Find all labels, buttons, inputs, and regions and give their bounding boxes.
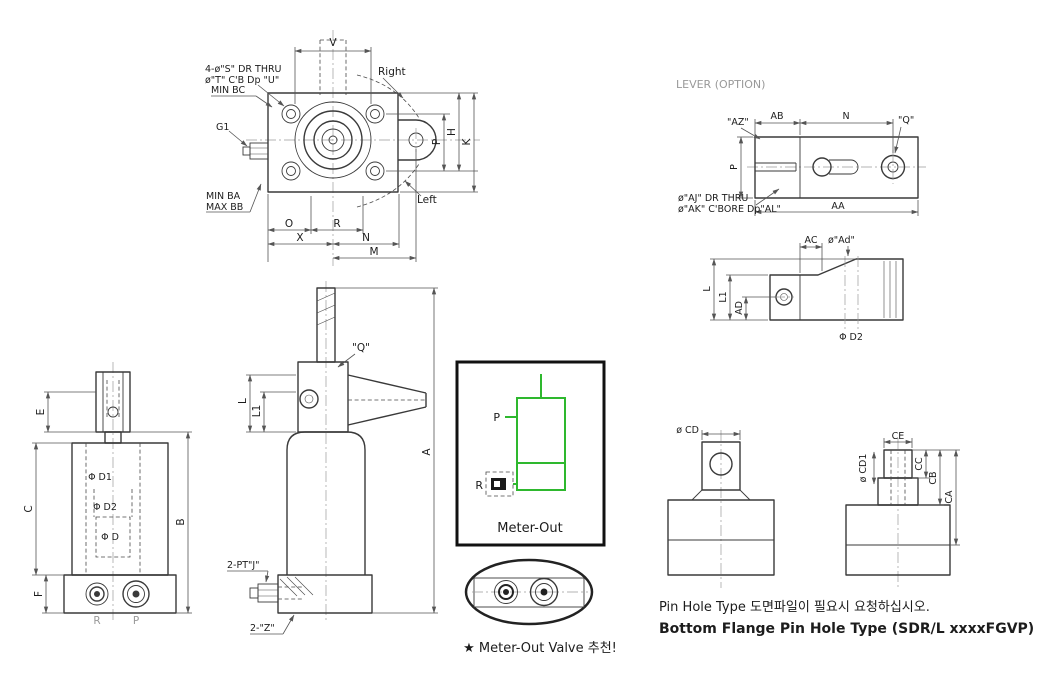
dim-b-label: B xyxy=(175,518,187,525)
dim-a-label: A xyxy=(421,448,433,456)
port-p-label: P xyxy=(133,615,139,627)
meter-out-p-label: P xyxy=(493,411,500,424)
max-bb-label: MAX BB xyxy=(206,202,243,213)
ce-label: CE xyxy=(892,431,905,442)
drill-note-2: ø"T" C'B Dp "U" xyxy=(205,75,279,86)
dim-e-label: E xyxy=(35,409,47,416)
lever-l-label: L xyxy=(702,286,713,292)
port-r-label: R xyxy=(93,615,100,627)
dia-d2-label: Φ D2 xyxy=(93,502,117,513)
lever-side-view-dimensions xyxy=(710,243,856,321)
drill-note-1: 4-ø"S" DR THRU xyxy=(205,64,282,75)
lever-option-title: LEVER (OPTION) xyxy=(676,78,765,91)
flange-top-view-dimensions xyxy=(206,47,478,262)
ac-label: AC xyxy=(805,235,818,246)
lever-d2-label: Φ D2 xyxy=(839,332,863,343)
ports-pt-j-label: 2-PT"J" xyxy=(227,560,260,571)
pin-hole-left-view-geometry xyxy=(667,430,775,588)
lever-plan-view-dimensions xyxy=(737,119,919,216)
dia-d-label: Φ D xyxy=(101,532,119,543)
lever-plan-view-geometry xyxy=(747,136,926,199)
meter-out-panel xyxy=(455,360,606,547)
side-l1-label: L1 xyxy=(251,405,263,418)
dim-f-label: F xyxy=(33,591,45,597)
dia-cd-label: ø CD xyxy=(676,425,699,436)
dim-o-label: O xyxy=(285,218,293,230)
cc-label: CC xyxy=(914,457,925,471)
bottom-ports-detail xyxy=(464,558,594,626)
aa-label: AA xyxy=(831,201,845,212)
dim-c-label: C xyxy=(23,505,35,512)
front-view-geometry xyxy=(63,362,177,620)
pin-hole-right-view-dimensions xyxy=(871,438,960,546)
lever-p-label: P xyxy=(729,164,740,170)
lever-n-label: N xyxy=(842,111,849,122)
g1-label: G1 xyxy=(216,122,229,133)
lever-drill-note-2: ø"AK" C'BORE Dp"AL" xyxy=(678,204,781,215)
lever-q-label: "Q" xyxy=(898,115,914,126)
meter-out-caption: Meter-Out xyxy=(497,521,562,536)
dim-p-label: P xyxy=(431,139,443,145)
pin-hole-note: Pin Hole Type 도면파일이 필요시 요청하십시오. xyxy=(659,600,930,615)
meter-out-r-label: R xyxy=(475,479,483,492)
az-label: "AZ" xyxy=(727,117,749,128)
dim-n-label: N xyxy=(362,232,370,244)
dim-k-label: K xyxy=(461,137,473,145)
dia-d1-label: Φ D1 xyxy=(88,472,112,483)
lever-ad-label: AD xyxy=(734,301,745,315)
ad-dia-label: ø"Ad" xyxy=(828,235,855,246)
pin-hole-left-view-dimensions xyxy=(701,430,741,440)
dim-h-label: H xyxy=(446,128,458,136)
dia-cd1-label: ø CD1 xyxy=(858,454,869,483)
meter-out-valve-symbol xyxy=(485,471,514,497)
min-ba-label: MIN BA xyxy=(206,191,241,202)
lever-drill-note-1: ø"AJ" DR THRU xyxy=(678,193,748,204)
flange-top-view-geometry xyxy=(242,30,480,266)
dim-v-label: V xyxy=(329,37,337,49)
side-view-geometry xyxy=(249,281,427,622)
z-ports-label: 2-"Z" xyxy=(250,623,275,634)
pin-hole-title: Bottom Flange Pin Hole Type (SDR/L xxxxF… xyxy=(659,621,1034,637)
front-view-dimensions xyxy=(32,391,192,614)
dim-m-label: M xyxy=(369,246,378,258)
ca-label: CA xyxy=(944,490,955,504)
side-l-label: L xyxy=(237,398,249,404)
cb-label: CB xyxy=(928,471,939,484)
dim-x-label: X xyxy=(296,232,303,244)
pin-hole-right-view-geometry xyxy=(845,438,951,588)
left-position-label: Left xyxy=(417,194,437,206)
lever-side-view-geometry xyxy=(769,256,904,330)
lever-l1-label: L1 xyxy=(718,291,729,302)
min-bc-label: MIN BC xyxy=(211,85,245,96)
ab-label: AB xyxy=(770,111,783,122)
side-q-label: "Q" xyxy=(352,342,370,354)
dim-r-label: R xyxy=(333,218,340,230)
right-position-label: Right xyxy=(378,66,406,78)
side-view-dimensions xyxy=(227,287,438,635)
meter-out-recommendation: ★ Meter-Out Valve 추천! xyxy=(463,641,617,656)
